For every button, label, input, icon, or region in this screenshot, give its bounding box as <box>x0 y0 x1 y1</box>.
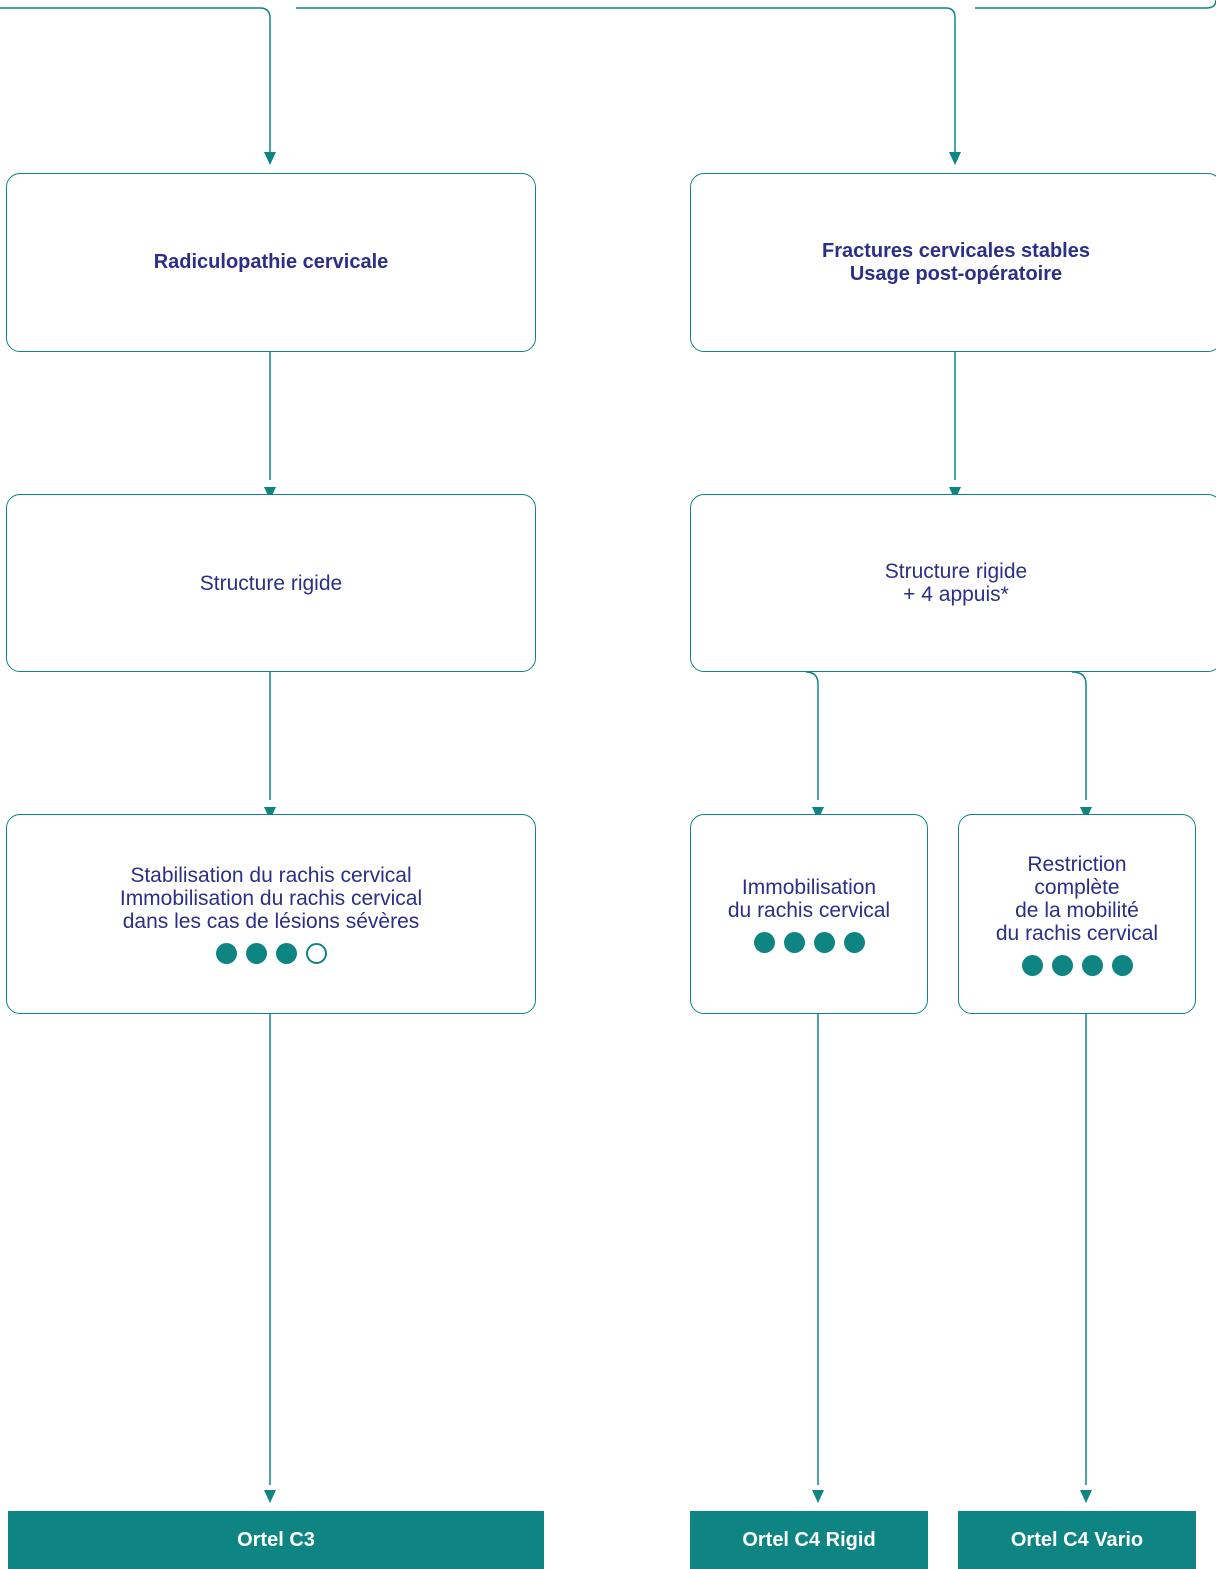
product-card-ortel-c4-rigid[interactable]: Ortel C4 Rigid <box>690 1511 928 1569</box>
indication-line: Stabilisation du rachis cervical <box>130 864 412 887</box>
rating-dot-filled <box>843 931 865 953</box>
rating-dot-filled <box>1111 954 1133 976</box>
structure-label: + 4 appuis* <box>903 583 1009 606</box>
indication-line: Restriction <box>1027 852 1127 876</box>
rating-dot-filled <box>1051 954 1073 976</box>
condition-label: Fractures cervicales stables <box>822 239 1090 262</box>
indication-line: complète <box>1034 875 1120 899</box>
rating-dot-filled <box>215 943 237 964</box>
arrow-left-4 <box>264 1490 276 1503</box>
connector-top-right <box>296 7 956 160</box>
indication-box-left: Stabilisation du rachis cervical Immobil… <box>6 814 536 1014</box>
structure-box-left: Structure rigide <box>6 494 536 672</box>
rating-dot-empty <box>305 943 327 964</box>
condition-box-left: Radiculopathie cervicale <box>6 173 536 352</box>
arrow-right-3b <box>1080 807 1092 820</box>
product-name: Ortel C4 Vario <box>959 1512 1195 1569</box>
connector-right-split-b <box>1071 671 1087 800</box>
indication-line: dans les cas de lésions sévères <box>122 910 420 933</box>
rating-dots <box>1021 954 1133 976</box>
condition-label: Usage post-opératoire <box>849 262 1063 285</box>
indication-line: Immobilisation <box>741 875 877 899</box>
rating-dots <box>753 931 865 953</box>
rating-dot-filled <box>753 931 775 953</box>
indication-line: du rachis cervical <box>995 921 1159 945</box>
product-name: Ortel C4 Rigid <box>691 1512 927 1569</box>
structure-label: Structure rigide <box>884 560 1028 583</box>
arrow-left-2 <box>264 487 276 500</box>
arrow-right-4b <box>1080 1490 1092 1503</box>
product-card-ortel-c3[interactable]: Ortel C3 <box>8 1511 544 1569</box>
indication-line: Immobilisation du rachis cervical <box>119 887 423 910</box>
indication-line: du rachis cervical <box>727 898 891 922</box>
connector-top-left <box>0 7 271 160</box>
rating-dot-filled <box>813 931 835 953</box>
arrow-right-4a <box>812 1490 824 1503</box>
product-card-ortel-c4-vario[interactable]: Ortel C4 Vario <box>958 1511 1196 1569</box>
product-name: Ortel C3 <box>9 1512 543 1569</box>
connector-top-far-right <box>975 0 1216 9</box>
indication-box-rigid: Immobilisation du rachis cervical <box>690 814 928 1014</box>
indication-box-vario: Restriction complète de la mobilité du r… <box>958 814 1196 1014</box>
connector-right-split-a <box>805 671 819 800</box>
rating-dot-filled <box>1021 954 1043 976</box>
rating-dots <box>215 943 327 964</box>
structure-box-right: Structure rigide + 4 appuis* <box>690 494 1216 672</box>
condition-box-right: Fractures cervicales stables Usage post-… <box>690 173 1216 352</box>
rating-dot-filled <box>783 931 805 953</box>
rating-dot-filled <box>1081 954 1103 976</box>
condition-label: Radiculopathie cervicale <box>153 251 389 273</box>
rating-dot-filled <box>245 943 267 964</box>
arrow-right-3a <box>812 807 824 820</box>
arrow-right-2 <box>949 487 961 500</box>
structure-label: Structure rigide <box>199 571 343 595</box>
arrow-left-3 <box>264 807 276 820</box>
arrow-left-1 <box>264 152 276 165</box>
indication-line: de la mobilité <box>1015 898 1139 922</box>
rating-dot-filled <box>275 943 297 964</box>
arrow-right-1 <box>949 152 961 165</box>
